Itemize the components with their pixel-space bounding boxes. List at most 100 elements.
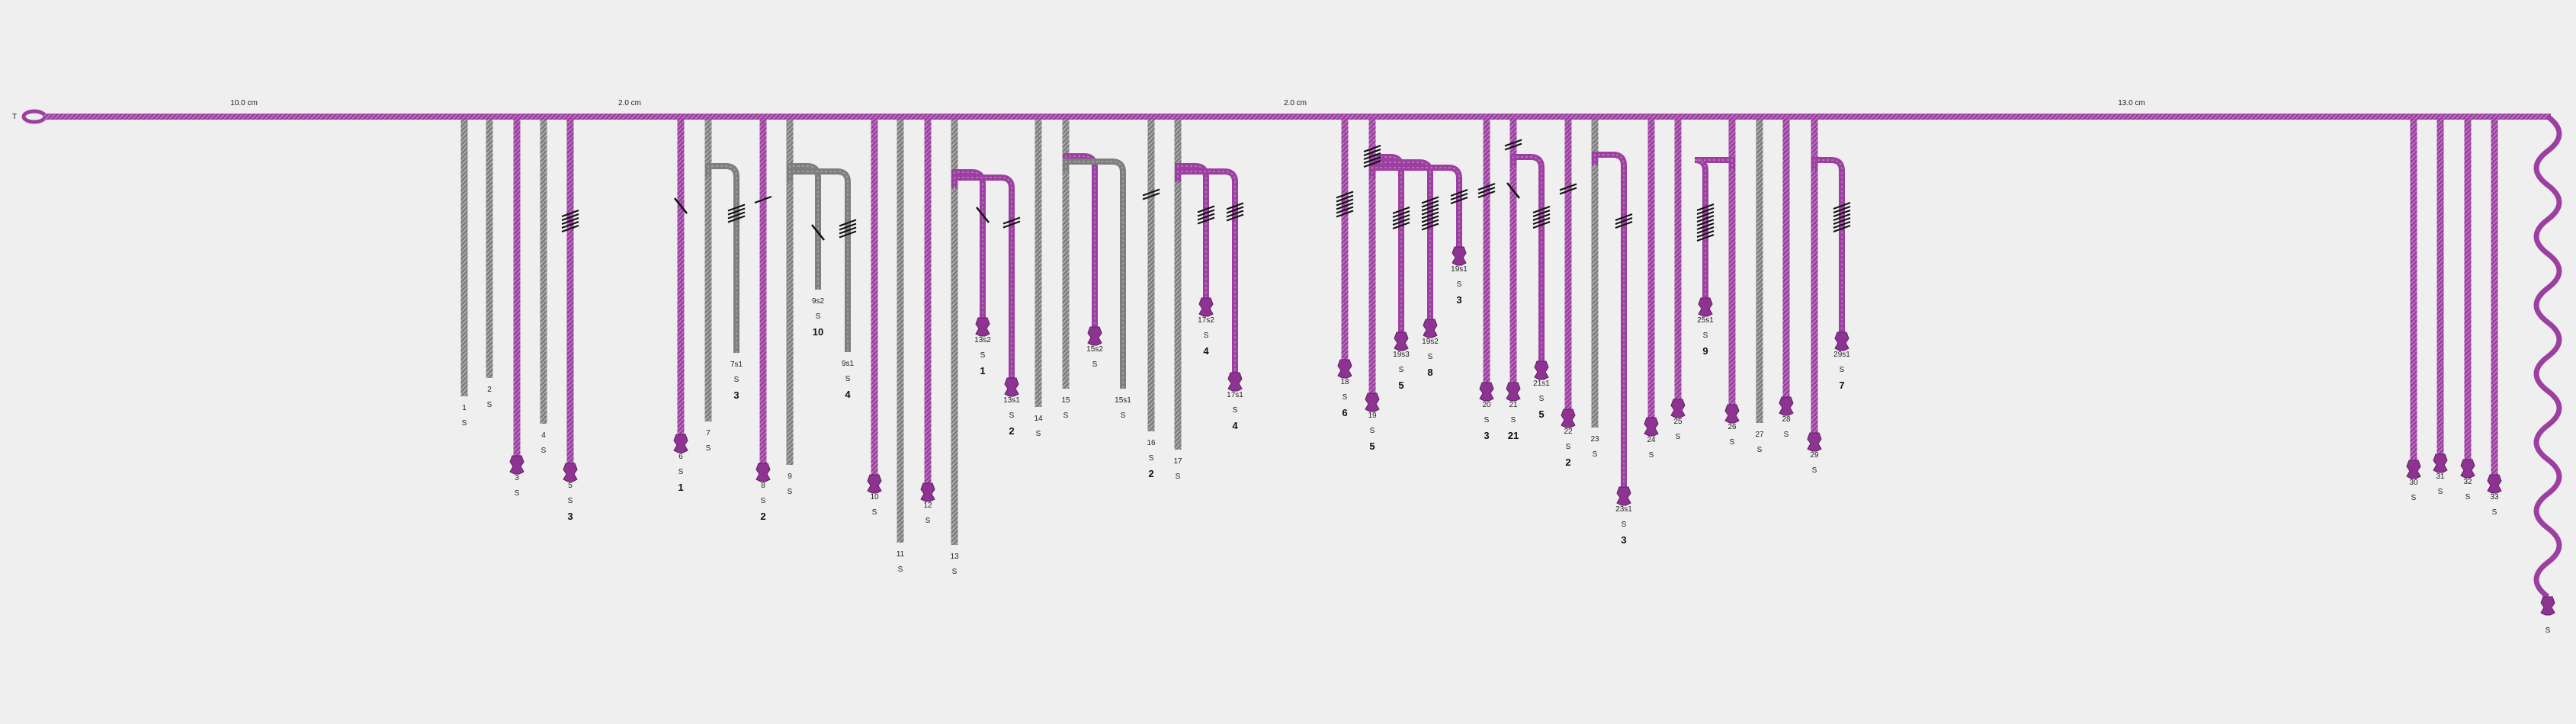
cord-21-value: 21: [1508, 430, 1519, 441]
cord-18-knot-0-1: [1336, 194, 1354, 203]
cord-19-sub-1-twist: [1371, 162, 1431, 330]
cord-5-value: 3: [567, 511, 573, 522]
cord-26-sub-0-label-1: S: [1703, 332, 1708, 340]
cord-19-sub-2-knot-0-2: [1450, 197, 1468, 204]
cord-7-sub-0-knot-0-1: [727, 207, 746, 216]
cord-16-knot-0-1: [1142, 192, 1160, 200]
cord-15-label-1: S: [1063, 412, 1069, 420]
cord-9-label-1: S: [788, 488, 793, 496]
cord-19-sub-2-knot-0-0: [1450, 189, 1468, 197]
cord-21-knot-0-0: [1504, 139, 1522, 147]
cord-18-value: 6: [1342, 407, 1347, 418]
cord-3-label-1: S: [515, 489, 520, 498]
cord-29: [1811, 120, 1818, 444]
cord-27-label-0: 27: [1755, 431, 1764, 439]
cord-19-sub-1-knot-0-2: [1421, 203, 1439, 212]
cord-26-sub-0-knot-0-1: [1696, 207, 1715, 215]
cord-15-sub-0-label-0: 15s2: [1086, 345, 1103, 354]
cord-10-label-1: S: [872, 508, 877, 517]
cord-5-knot-0-1: [561, 213, 579, 221]
cord-21-sub-0-end-knot: [1534, 360, 1549, 380]
cord-9-sub-1-twist: [789, 171, 849, 352]
cord-8-knot-0-0: [754, 196, 772, 203]
cord-33-label-0: 33: [2490, 493, 2499, 501]
cord-9-sub-0-value: 10: [813, 326, 823, 338]
cord-19-sub-1-knot-0-5: [1421, 215, 1439, 223]
primary-start-loop: [21, 109, 47, 124]
cord-13-sub-1-end-knot: [1004, 377, 1019, 397]
cord-20-label-0: 20: [1482, 401, 1491, 409]
cord-26-label-1: S: [1730, 438, 1735, 447]
cord-29-sub-0-label-0: 29s1: [1833, 351, 1850, 359]
cord-9-sub-0: [787, 163, 821, 290]
cord-19-sub-2-knot-0-1: [1450, 193, 1468, 200]
cord-2-label-1: S: [487, 401, 492, 409]
cord-15: [1062, 120, 1070, 389]
cord-12: [924, 120, 932, 494]
cord-17-sub-0-label-0: 17s2: [1198, 316, 1214, 325]
cord-15-sub-0-label-1: S: [1092, 360, 1098, 369]
cord-19-sub-2-label-0: 19s1: [1451, 265, 1468, 274]
cord-3-label-0: 3: [515, 474, 519, 482]
cord-7-sub-0-knot-0-0: [727, 203, 746, 212]
cord-19-knot-0-2: [1363, 152, 1381, 160]
cord-17-sub-1-knot-0-0: [1226, 202, 1244, 210]
cord-9-sub-1-knot-0-2: [839, 226, 857, 235]
cord-28-label-1: S: [1784, 431, 1789, 439]
cord-19-label-1: S: [1370, 427, 1375, 435]
cord-21-sub-0-knot-0-1: [1532, 210, 1551, 217]
cord-21-label-0: 21: [1509, 401, 1518, 409]
cord-13-sub-0-twist: [954, 171, 983, 328]
cord-20-knot-0-2: [1477, 191, 1496, 198]
cord-19-sub-0-end-knot: [1394, 332, 1409, 351]
cord-19-sub-1: [1369, 159, 1433, 330]
cord-32-label-1: S: [2465, 493, 2471, 501]
cord-23-sub-0-knot-0-0: [1615, 213, 1633, 221]
cord-9-sub-1-label-1: S: [845, 375, 851, 383]
cord-17-sub-0-knot-0-2: [1197, 213, 1215, 221]
cord-13-label-1: S: [952, 568, 958, 576]
primary-end-label: S: [2546, 626, 2551, 635]
cord-12-end-knot: [920, 482, 935, 502]
cord-24-label-1: S: [1649, 451, 1654, 460]
cord-9-sub-0-label-0: 9s2: [812, 297, 825, 306]
cord-17-sub-0-value: 4: [1203, 345, 1209, 357]
cord-19-knot-0-4: [1363, 160, 1381, 168]
primary-cord: [21, 109, 2562, 599]
cord-14: [1035, 120, 1042, 407]
cord-13-sub-1-knot-0-0: [1002, 216, 1021, 225]
cord-19-sub-0: [1369, 154, 1404, 343]
cord-19-sub-2-label-1: S: [1457, 280, 1462, 289]
cord-27: [1756, 120, 1763, 423]
cord-5-knot-0-3: [561, 221, 579, 229]
cord-23: [1591, 120, 1599, 428]
cord-31-label-0: 31: [2436, 473, 2445, 481]
cord-29-sub-0-knot-0-4: [1833, 217, 1851, 225]
cord-15-sub-0: [1063, 153, 1098, 338]
cord-19-sub-0-knot-0-0: [1392, 207, 1410, 214]
pendant-cords: [460, 120, 2498, 545]
cord-1-label-1: S: [462, 419, 467, 428]
cord-5-label-0: 5: [568, 482, 573, 490]
cord-12-label-0: 12: [923, 501, 932, 510]
cord-4: [540, 120, 547, 424]
cord-21-sub-0-knot-0-4: [1532, 221, 1551, 229]
cord-29-sub-0-knot-0-0: [1833, 202, 1851, 210]
cord-19: [1368, 120, 1376, 404]
cord-17-sub-1-knot-0-2: [1226, 210, 1244, 218]
cord-15-sub-1-label-0: 15s1: [1115, 396, 1131, 405]
cord-20: [1483, 120, 1490, 393]
cord-4-label-0: 4: [541, 431, 546, 440]
cord-9-label-0: 9: [788, 473, 792, 481]
cord-9-sub-1-value: 4: [845, 389, 851, 400]
cord-15-sub-0-end-knot: [1087, 326, 1102, 346]
cord-8-label-1: S: [761, 497, 766, 505]
cord-13-sub-0-label-0: 13s2: [974, 336, 991, 344]
cord-30-label-1: S: [2411, 494, 2417, 502]
cord-23-sub-0-knot-0-2: [1615, 221, 1633, 229]
cord-26-sub-0-knot-0-5: [1696, 223, 1715, 230]
cord-19-sub-0-knot-0-1: [1392, 210, 1410, 218]
cord-18-knot-0-4: [1336, 206, 1354, 214]
cord-13: [951, 120, 958, 545]
cord-33-label-1: S: [2492, 508, 2497, 517]
